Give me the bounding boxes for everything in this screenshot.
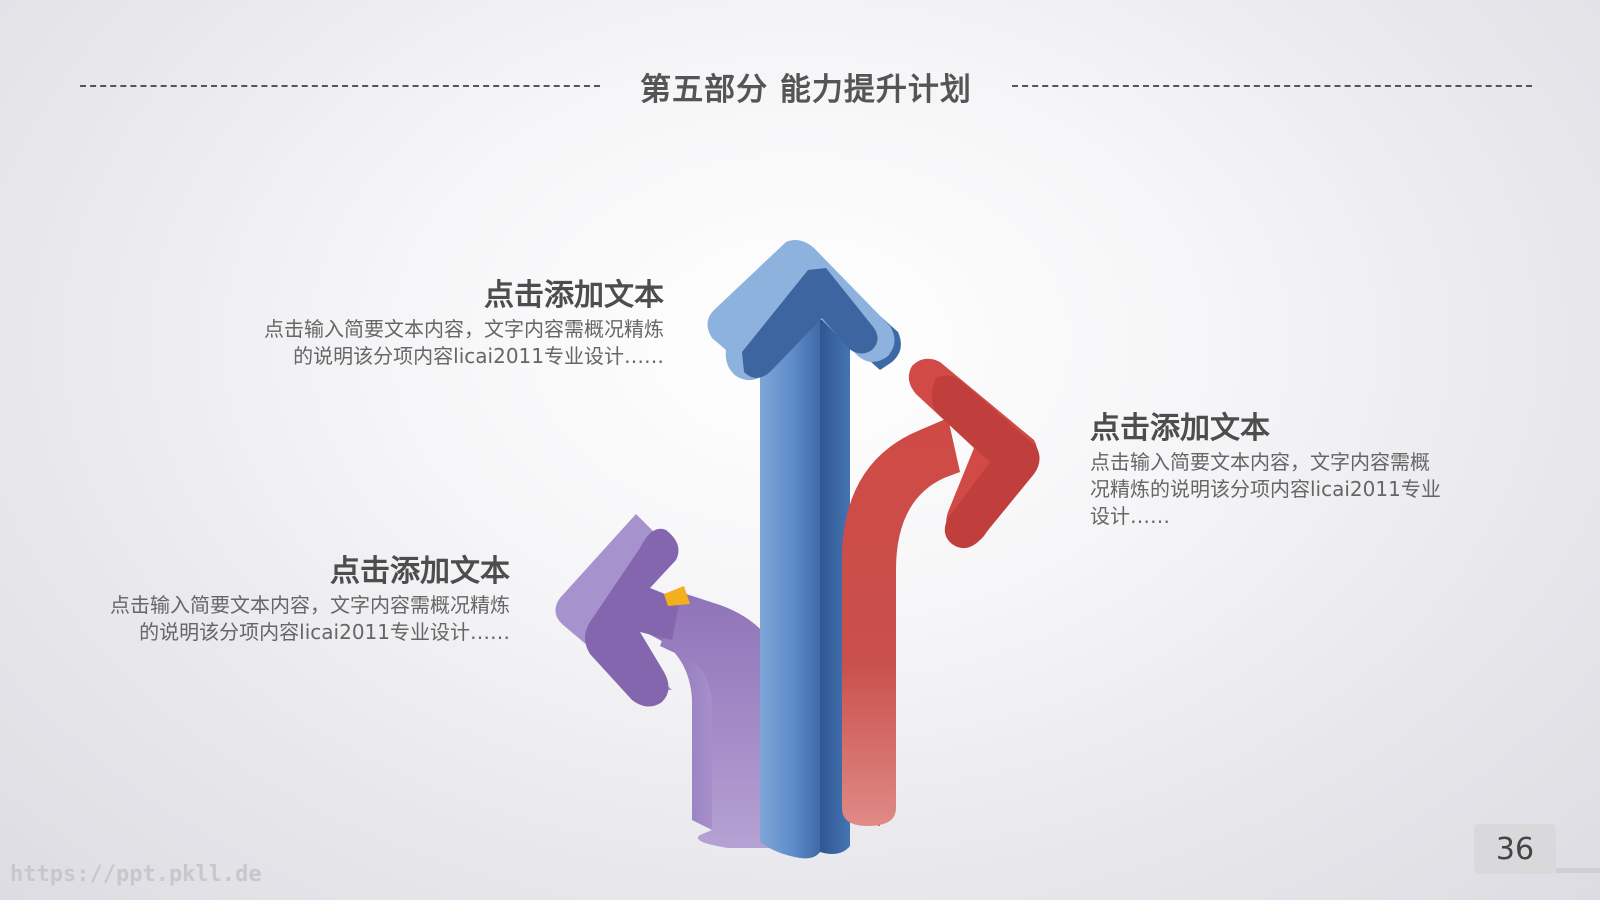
watermark-url: https://ppt.pkll.de (10, 862, 262, 887)
text-block-heading[interactable]: 点击添加文本 (1090, 411, 1270, 446)
purple-arrow-shaft (660, 592, 790, 848)
page-title: 第五部分 能力提升计划 (640, 71, 972, 108)
text-block-heading[interactable]: 点击添加文本 (330, 554, 510, 589)
purple-arrow-head (585, 528, 680, 707)
text-block-body-line[interactable]: 况精炼的说明该分项内容licai2011专业 (1090, 477, 1441, 501)
text-block-body-line[interactable]: 点击输入简要文本内容，文字内容需概况精炼 (264, 317, 664, 341)
text-block-body-line[interactable]: 点击输入简要文本内容，文字内容需概况精炼 (110, 593, 510, 617)
text-block-top: 点击添加文本 点击输入简要文本内容，文字内容需概况精炼 的说明该分项内容lica… (200, 276, 664, 370)
page-number: 36 (1474, 824, 1556, 874)
red-arrow-shaft (842, 418, 960, 826)
yellow-accent (664, 586, 690, 606)
page-number-underline (1556, 868, 1600, 873)
text-block-body-line[interactable]: 的说明该分项内容licai2011专业设计…… (293, 344, 664, 368)
blue-arrow-shaft (760, 310, 820, 859)
red-right-arrow (842, 358, 1040, 826)
text-block-body-line[interactable]: 的说明该分项内容licai2011专业设计…… (139, 620, 510, 644)
text-block-right: 点击添加文本 点击输入简要文本内容，文字内容需概 况精炼的说明该分项内容lica… (1090, 409, 1500, 530)
text-block-body-line[interactable]: 设计…… (1090, 504, 1170, 528)
purple-left-arrow (555, 514, 790, 848)
text-block-heading[interactable]: 点击添加文本 (484, 278, 664, 313)
left-dashed-divider (80, 85, 601, 87)
red-arrow-head (931, 375, 1040, 549)
right-dashed-divider (1011, 85, 1533, 87)
text-block-body-line[interactable]: 点击输入简要文本内容，文字内容需概 (1090, 450, 1430, 474)
title-row: 第五部分 能力提升计划 (80, 66, 1533, 108)
blue-arrow-head-front (742, 268, 878, 378)
text-block-left: 点击添加文本 点击输入简要文本内容，文字内容需概况精炼 的说明该分项内容lica… (40, 552, 510, 646)
